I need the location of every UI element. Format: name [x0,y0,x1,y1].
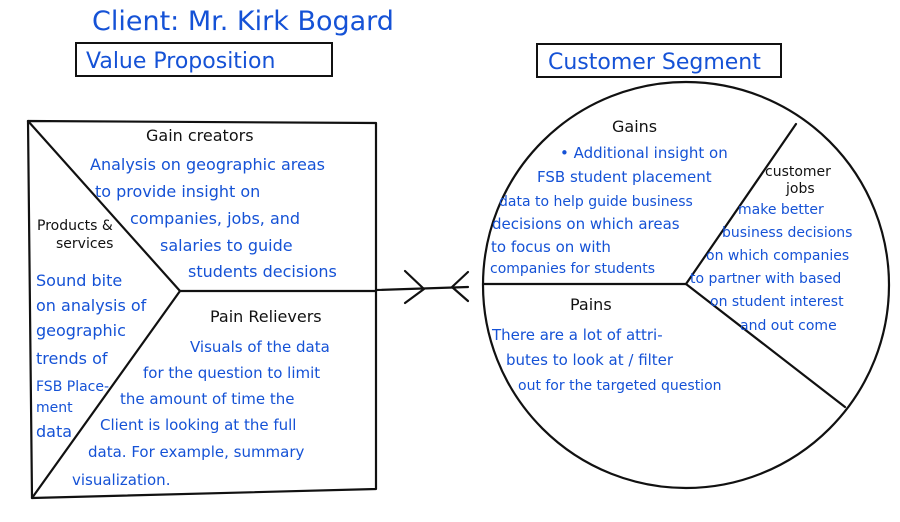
pain-relievers-text: Visuals of the data for the question to … [72,338,330,489]
products-services-line: data [36,422,72,441]
gain-creators-text: Analysis on geographic areas to provide … [90,155,337,281]
customer-jobs-line: and out come [740,318,837,334]
customer-jobs-title: customer jobs [765,164,831,197]
gain-creators-line: to provide insight on [95,182,260,201]
customer-segment-label: Customer Segment [548,50,761,75]
pain-relievers-line: the amount of time the [120,390,295,408]
pains-line: out for the targeted question [518,378,722,394]
gain-creators-title: Gain creators [146,126,254,145]
circle-divider-upper-right [684,122,798,286]
products-services-line: trends of [36,349,108,368]
products-services-text: Sound bite on analysis of geographic tre… [36,271,147,441]
pain-relievers-line: visualization. [72,471,170,489]
pain-relievers-title: Pain Relievers [210,307,322,326]
customer-jobs-line: to partner with based [690,271,841,287]
customer-jobs-line: on student interest [710,294,844,310]
customer-jobs-line: make better [738,202,824,218]
pain-relievers-line: Visuals of the data [190,338,330,356]
customer-segment-box [536,43,782,78]
customer-jobs-line: on which companies [706,248,849,264]
value-proposition-label: Value Proposition [86,49,275,74]
customer-jobs-title-line: customer [765,164,831,180]
gains-line: companies for students [490,261,655,277]
gain-creators-line: salaries to guide [160,236,293,255]
circle-divider-lower-right [684,282,847,409]
divider-upper-diagonal [26,119,182,293]
products-services-title-line: Products & [37,218,113,234]
gain-creators-line: Analysis on geographic areas [90,155,325,174]
value-proposition-box [75,42,333,77]
customer-jobs-text: make better business decisions on which … [690,202,852,334]
products-services-line: ment [36,400,73,416]
pains-text: There are a lot of attri- butes to look … [491,326,722,394]
products-services-line: on analysis of [36,296,147,315]
pains-title: Pains [570,295,612,314]
gains-line: • Additional insight on [560,144,728,162]
products-services-title: Products & services [37,218,113,252]
divider-lower-diagonal [30,289,182,500]
gain-creators-line: companies, jobs, and [130,209,300,228]
pain-relievers-line: data. For example, summary [88,443,305,461]
gains-line: data to help guide business [499,194,693,210]
gains-line: FSB student placement [537,168,712,186]
customer-jobs-line: business decisions [722,225,852,241]
arrowhead-left [450,270,470,303]
gain-creators-line: students decisions [188,262,337,281]
products-services-line: FSB Place- [36,379,109,395]
gains-line: to focus on with [491,238,611,256]
pain-relievers-line: for the question to limit [143,364,320,382]
pains-line: There are a lot of attri- [491,326,663,344]
products-services-line: Sound bite [36,271,122,290]
arrowhead-right [403,269,426,305]
gains-line: decisions on which areas [492,215,680,233]
customer-jobs-title-line: jobs [785,181,815,197]
pains-line: butes to look at / filter [506,351,674,369]
products-services-title-line: services [56,236,113,252]
pain-relievers-line: Client is looking at the full [100,416,296,434]
value-proposition-square [26,119,378,500]
client-title: Client: Mr. Kirk Bogard [92,6,394,37]
gains-title: Gains [612,117,657,136]
products-services-line: geographic [36,321,126,340]
gains-text: • Additional insight on FSB student plac… [490,144,728,277]
